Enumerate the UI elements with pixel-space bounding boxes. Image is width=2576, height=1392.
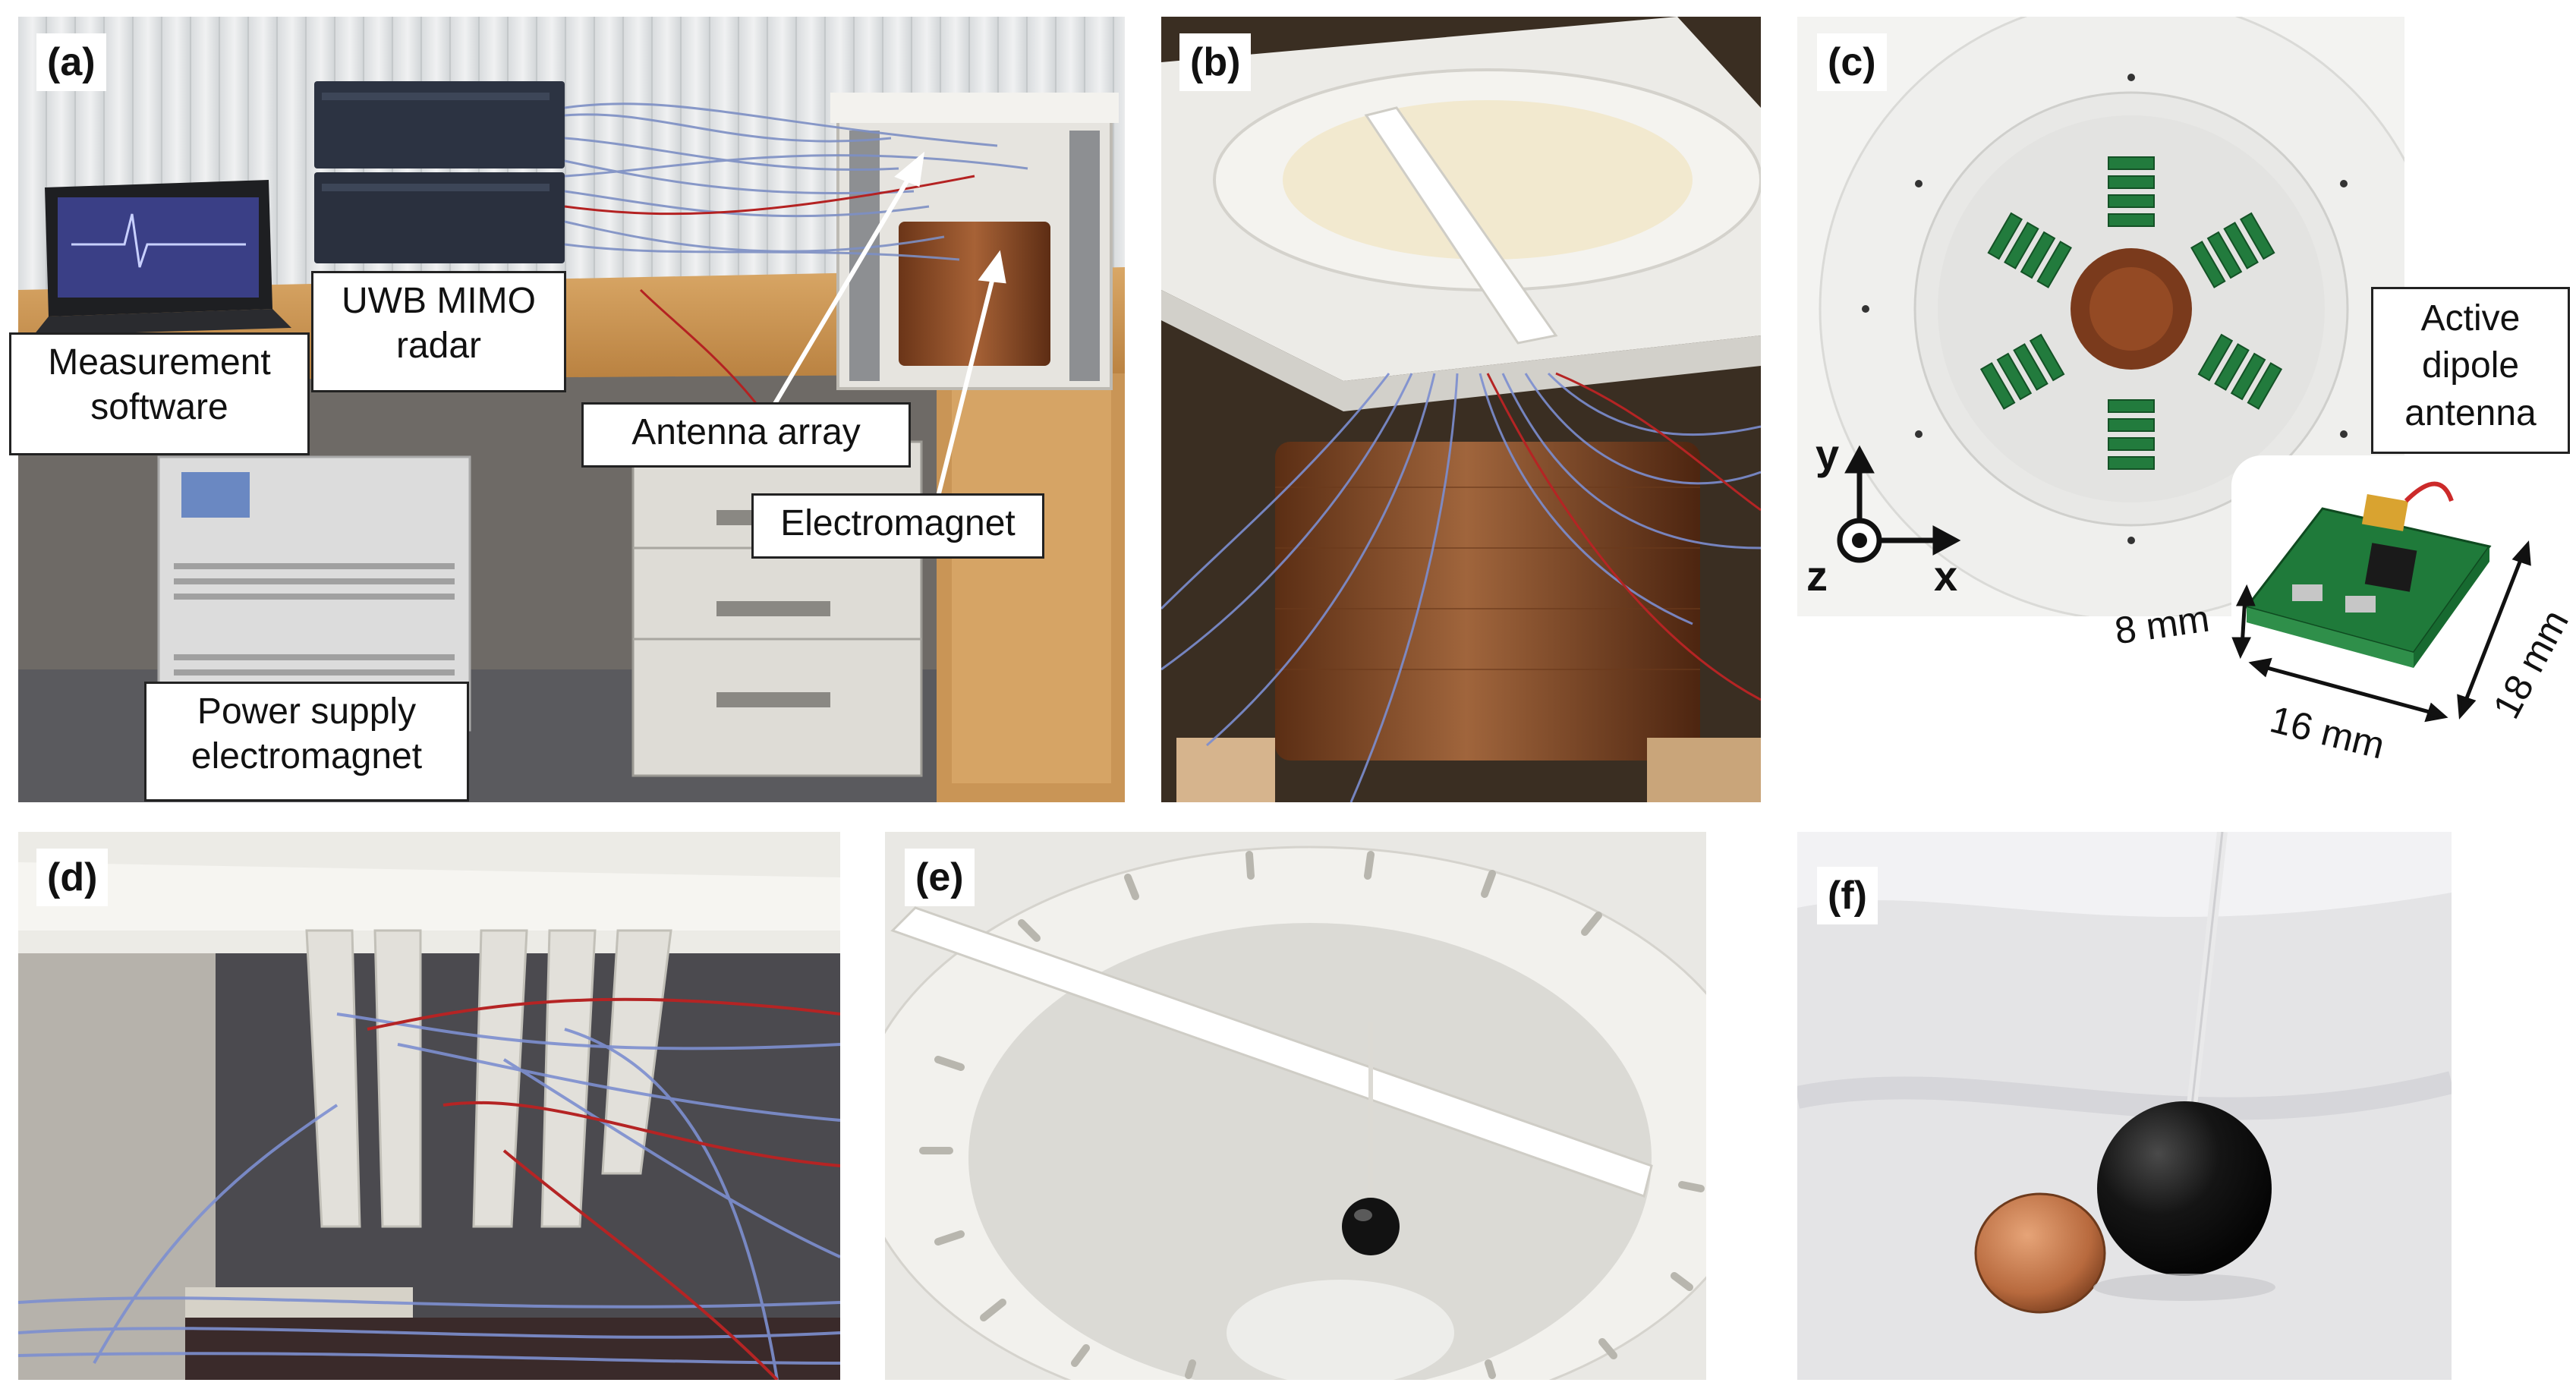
panel-b-label: (b) (1179, 33, 1252, 91)
chamber-closeup-photo (1161, 17, 1761, 802)
panel-d-photo (18, 832, 840, 1380)
panel-a-photo (18, 17, 1125, 802)
panel-a-label: (a) (36, 33, 106, 91)
sample-holder-photo (885, 832, 1706, 1380)
lab-setup-photo (18, 17, 1125, 802)
callout-active-dipole-antenna: Active dipole antenna (2371, 287, 2570, 454)
callout-electromagnet: Electromagnet (751, 493, 1044, 559)
callout-measurement-software: Measurement software (9, 332, 310, 455)
callout-antenna-array: Antenna array (581, 402, 911, 468)
callout-uwb-mimo-radar: UWB MIMO radar (311, 271, 566, 392)
panel-f-label: (f) (1817, 867, 1878, 924)
pcb-inset-photo (2231, 455, 2505, 683)
panel-e-label: (e) (905, 849, 975, 906)
panel-d-label: (d) (36, 849, 109, 906)
panel-f-photo (1797, 832, 2452, 1380)
dim-16mm: 16 mm (2266, 698, 2389, 767)
axis-y-label: y (1815, 430, 1840, 478)
panel-e-photo (885, 832, 1706, 1380)
axis-x-label: x (1934, 552, 1958, 600)
active-dipole-pcb (2244, 481, 2492, 668)
callout-power-supply: Power supply electromagnet (144, 682, 469, 802)
antenna-wiring-photo (18, 832, 840, 1380)
axis-z-label: z (1806, 552, 1828, 600)
panel-c-label: (c) (1817, 33, 1887, 91)
sphere-and-coin-photo (1797, 832, 2452, 1380)
panel-b-photo (1161, 17, 1761, 802)
